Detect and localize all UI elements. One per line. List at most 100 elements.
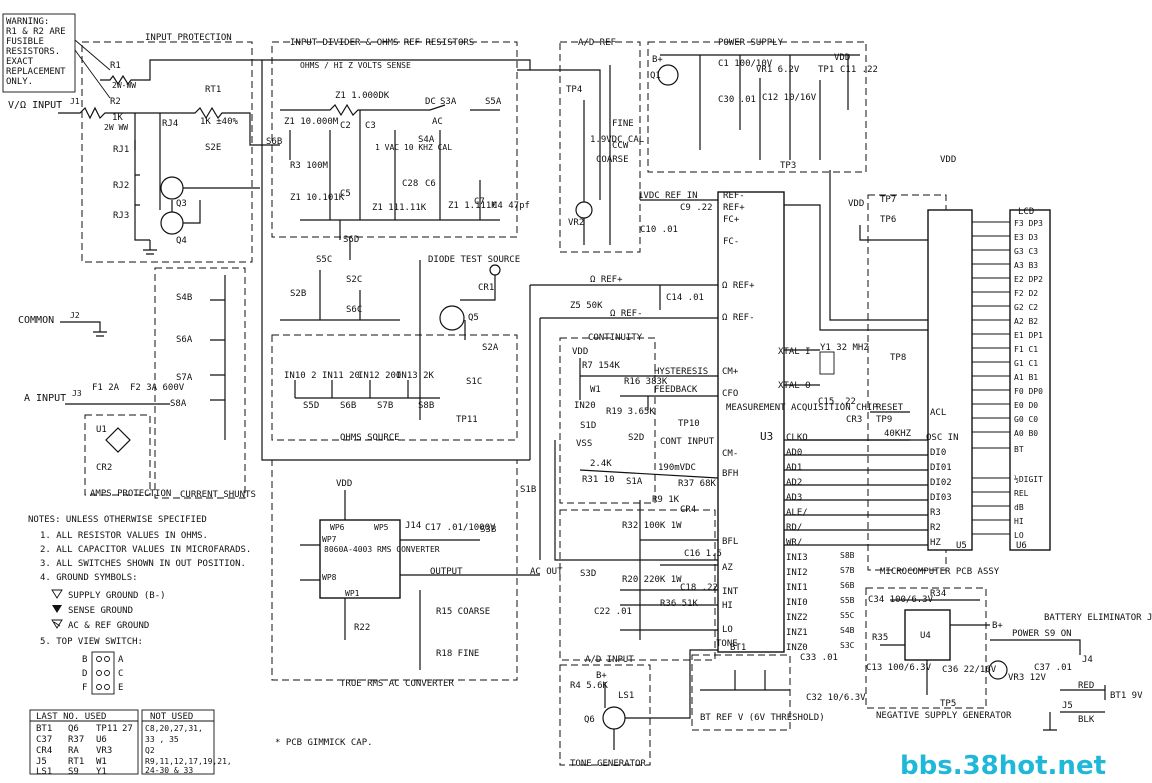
amps-protection-title: AMPS PROTECTION [90, 489, 171, 499]
amps-protection-box [84, 414, 151, 496]
r2-power: 2W WW [104, 123, 128, 132]
s2b-label: S2B [290, 289, 306, 299]
c14-label: C14 .01 [666, 293, 704, 303]
microcomputer-title: MICROCOMPUTER PCB ASSY [880, 567, 1000, 577]
r19-label: R19 3.65K [606, 407, 655, 417]
note-6: SENSE GROUND [68, 606, 133, 616]
z1d-label: Z1 111.11K [372, 203, 427, 213]
r9-label: R9 1K [652, 495, 680, 505]
u3-pin-cfo: CFO [722, 389, 738, 399]
true-rms-box [271, 459, 518, 681]
lcd-segment: A1 B1 [1014, 373, 1038, 382]
mc-vdd: VDD [940, 155, 956, 165]
c12-label: C12 10/16V [762, 93, 817, 103]
last-used-cell: U6 [96, 735, 107, 745]
u5-pin-r2: R2 [930, 523, 941, 533]
cont-vdd: VDD [572, 347, 588, 357]
last-used-cell: C37 [36, 735, 52, 745]
s5a-label: S5A [485, 97, 502, 107]
lcd-segment: F0 DP0 [1014, 387, 1043, 396]
fine-label: FINE [612, 119, 634, 129]
r2-value: 1K [112, 113, 123, 123]
u5-pin-r3: R3 [930, 508, 941, 518]
bt1-label: BT1 9V [1110, 691, 1143, 701]
last-used-cell: 27 [122, 724, 133, 734]
r31-label: R31 10 [582, 475, 615, 485]
ad-ref-box [559, 41, 641, 253]
u5-chip [927, 209, 973, 551]
u4-chip [904, 609, 951, 661]
u5-label: U5 [956, 541, 967, 551]
rj2-label: RJ2 [113, 181, 129, 191]
bt-ref-title: BT REF V (6V THRESHOLD) [700, 713, 825, 723]
wp1-label: WP1 [345, 589, 360, 598]
warning-note: WARNING: R1 & R2 ARE FUSIBLE RESISTORS. … [2, 13, 76, 93]
input-protection-title: INPUT PROTECTION [145, 33, 232, 43]
u2-label: 8060A-4003 RMS CONVERTER [324, 545, 440, 554]
r16-label: R16 383K [624, 377, 668, 387]
c1-label: C1 100/10V [718, 59, 773, 69]
s7b-label: S7B [377, 401, 393, 411]
true-rms-title: TRUE RMS AC CONVERTER [340, 679, 454, 689]
s1c-label: S1C [466, 377, 482, 387]
cal-label: 1 VAC 10 KHZ CAL [375, 143, 452, 152]
u3-top-pin: FC- [723, 237, 739, 247]
u3-pin-ad3: AD3 [786, 493, 802, 503]
vr1-label: VR1 6.2V [756, 65, 800, 75]
tp1-label: TP1 [818, 65, 834, 75]
last-used-header: LAST NO. USED [36, 712, 106, 722]
w1-label: W1 [590, 385, 601, 395]
c6-label: C6 [425, 179, 436, 189]
last-used-cell: LS1 [36, 767, 52, 777]
u3-pin-ref-plus: Ω REF+ [722, 281, 755, 291]
u3-pin-ini1: INI1 [786, 583, 808, 593]
j5-label: J5 [1062, 701, 1073, 711]
ad-input-title: A/D INPUT [585, 655, 634, 665]
switch-ref: S7B [840, 566, 855, 575]
coarse-label: COARSE [596, 155, 629, 165]
u5-pin-di02: DI02 [930, 478, 952, 488]
rms-vdd: VDD [336, 479, 352, 489]
z1b-label: Z1 10.000M [284, 117, 339, 127]
red-label: RED [1078, 681, 1094, 691]
vr3-label: VR3 12V [1008, 673, 1047, 683]
u3-pin-cm-plus: CM+ [722, 367, 739, 377]
common-label: COMMON [18, 315, 54, 326]
lcd-segment: A3 B3 [1014, 261, 1038, 270]
switch-letter-e: E [118, 683, 123, 693]
ps-vdd: VDD [834, 53, 850, 63]
u3-pin-inz2: INZ2 [786, 613, 808, 623]
diode-test-label: DIODE TEST SOURCE [428, 255, 520, 265]
j4-label: J4 [1082, 655, 1093, 665]
lcd-segment: E3 D3 [1014, 233, 1038, 242]
last-used-cell: CR4 [36, 746, 52, 756]
s3b-label: S3B [480, 525, 496, 535]
warning-line-4: RESISTORS. [6, 47, 60, 57]
r37-label: R37 68K [678, 479, 717, 489]
u5-pin-acl: ACL [930, 408, 946, 418]
a-input-label: A INPUT [24, 393, 66, 404]
switch-ref: S5C [840, 611, 855, 620]
c11-label: C11 .22 [840, 65, 878, 75]
not-used-table: NOT USED C8,20,27,31, 33 , 35 Q2 R9,11,1… [141, 709, 232, 775]
ref-minus-label: Ω REF- [610, 309, 643, 319]
r2-label: R2 [110, 97, 121, 107]
in13-label: IN13 2K [396, 371, 435, 381]
not-used-row: 24-30 & 33 [145, 766, 193, 775]
tp6-label: TP6 [880, 215, 896, 225]
u5-pin-hz: HZ [930, 538, 941, 548]
hysteresis-label: HYSTERESIS [654, 367, 708, 377]
ad-input-box [559, 509, 716, 661]
c37-label: C37 .01 [1034, 663, 1072, 673]
note-5: SUPPLY GROUND (B-) [68, 591, 166, 601]
c28-label: C28 [402, 179, 418, 189]
last-used-cell: W1 [96, 757, 107, 767]
not-used-row: 33 , 35 [145, 735, 179, 744]
dc-label: DC [425, 97, 436, 107]
switch-inputs: S8B S7B S6B S5B S5C S4B S3C [840, 551, 855, 650]
lcd-segment: A2 B2 [1014, 317, 1038, 326]
cr2-label: CR2 [96, 463, 112, 473]
u3-pin-clko: CLKO [786, 433, 808, 443]
lcd-segment: BT [1014, 445, 1024, 454]
